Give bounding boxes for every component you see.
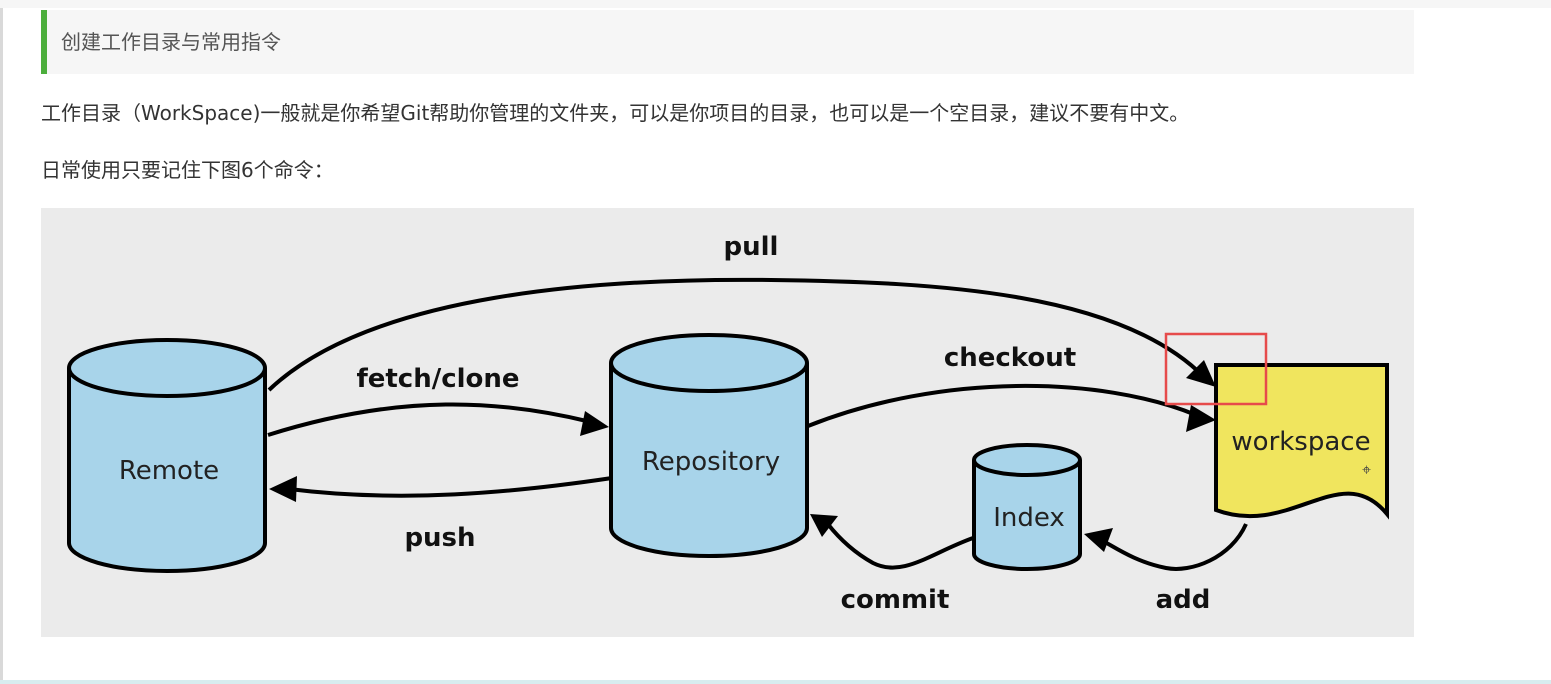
fetch-clone-arrow <box>267 402 592 437</box>
fetch-clone-arrowhead <box>580 411 609 436</box>
commit-arrow <box>825 521 974 570</box>
fetch-clone-label: fetch/clone <box>356 364 519 394</box>
commit-arrowhead <box>810 514 838 537</box>
index-label: Index <box>993 503 1065 533</box>
add-label: add <box>1156 585 1211 615</box>
workspace-description: 工作目录（WorkSpace)一般就是你希望Git帮助你管理的文件夹，可以是你项… <box>41 101 1190 125</box>
highlight-box <box>1164 332 1268 406</box>
commands-intro: 日常使用只要记住下图6个命令： <box>41 158 334 182</box>
add-arrow <box>1102 523 1248 571</box>
workspace-node: workspace <box>1214 363 1389 520</box>
repository-node: Repository <box>609 333 809 558</box>
page-top-band <box>0 0 1551 8</box>
index-node: Index <box>972 443 1082 571</box>
pull-arrow <box>267 277 1206 392</box>
workspace-label: workspace <box>1231 427 1370 457</box>
section-header: 创建工作目录与常用指令 <box>41 10 1414 74</box>
push-label: push <box>404 523 475 553</box>
pull-label: pull <box>724 232 779 262</box>
page-bottom-border <box>0 680 1551 684</box>
checkout-arrow <box>807 383 1197 428</box>
commit-label: commit <box>841 585 950 615</box>
repository-label: Repository <box>642 447 780 477</box>
push-arrow <box>288 476 613 498</box>
crosshair-cursor-icon: ⌖ <box>1362 460 1372 479</box>
page-left-border <box>0 0 3 684</box>
push-arrowhead <box>269 476 297 502</box>
add-arrowhead <box>1084 528 1113 552</box>
pull-arrowhead <box>1186 360 1216 387</box>
checkout-arrowhead <box>1186 405 1216 432</box>
section-title: 创建工作目录与常用指令 <box>61 30 281 54</box>
remote-node: Remote <box>67 338 267 573</box>
remote-label: Remote <box>119 456 219 486</box>
git-workflow-diagram: Remote Repository Index workspace pull f… <box>41 208 1414 637</box>
checkout-label: checkout <box>944 343 1076 373</box>
